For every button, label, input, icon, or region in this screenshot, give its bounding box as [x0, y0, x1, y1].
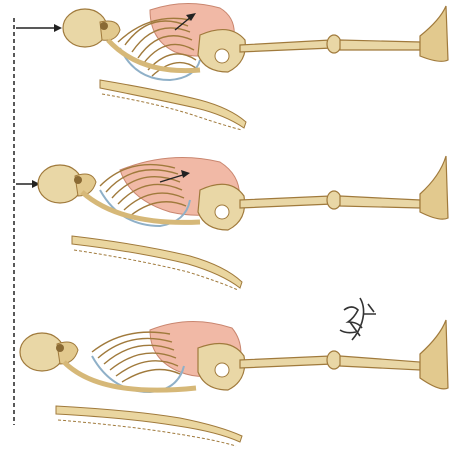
spine-column-3	[56, 406, 242, 446]
pelvis-1	[198, 30, 245, 72]
spine-column-2	[72, 236, 242, 290]
pelvis-3	[198, 344, 245, 391]
skeleton-figure-3	[20, 320, 448, 446]
spine-column-1	[100, 80, 246, 130]
skeleton-figure-1	[63, 3, 448, 130]
head-arrow-1	[16, 24, 62, 32]
head-arrow-2	[16, 180, 40, 188]
leg-1	[240, 6, 448, 61]
skeleton-figure-2	[38, 156, 448, 290]
leg-3	[240, 320, 448, 389]
artist-signature	[340, 298, 376, 340]
leg-2	[240, 156, 448, 219]
pelvis-2	[198, 184, 245, 230]
